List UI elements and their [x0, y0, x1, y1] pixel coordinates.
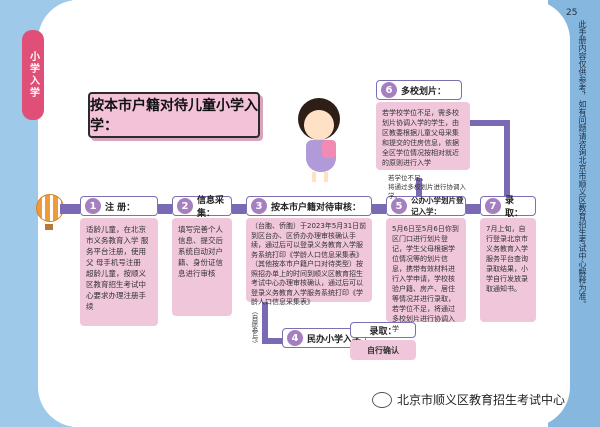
- step2-number: 2: [177, 198, 193, 214]
- step4-admission-header: 录取：: [350, 322, 416, 338]
- girl-illustration-bag: [322, 140, 336, 158]
- step2-header: 2 信息采集：: [172, 196, 232, 219]
- footer-source: 北京市顺义区教育招生考试中心: [372, 391, 565, 408]
- arrow-step6-right: [470, 120, 510, 126]
- step4-number: 4: [287, 330, 303, 346]
- arrow-step3-to-step5: [372, 204, 386, 214]
- step4-header: 4 民办小学入学: [282, 328, 366, 348]
- arrow-into-step1: [60, 204, 80, 214]
- arrow-step2-to-step3: [232, 204, 246, 214]
- step3-description: （台胞、侨胞）于2023年5月31日前到区台办、区侨办办理审核确认手续，通过后可…: [246, 218, 372, 306]
- step7-header: 7 录 取：: [480, 196, 536, 219]
- footer-text: 北京市顺义区教育招生考试中心: [397, 393, 566, 407]
- step1-label: 注 册：: [105, 202, 136, 213]
- step1-number: 1: [85, 198, 101, 214]
- balloon-basket-icon: [45, 224, 53, 230]
- step4-label: 民办小学入学: [307, 334, 362, 345]
- page-number: 25: [566, 8, 578, 18]
- arrow-step6-to-step7: [504, 120, 510, 196]
- step7-description: 7月上旬，自行登录北京市义务教育入学服务平台查询录取结果，小学自行发放录取通知书…: [480, 218, 536, 322]
- page-title: 按本市户籍对待儿童小学入学：: [88, 92, 260, 138]
- step1-header: 1 注 册：: [80, 196, 158, 216]
- arrow-step5-to-step6: [416, 178, 422, 196]
- step5-number: 5: [391, 198, 407, 214]
- step7-label: 录 取：: [505, 196, 524, 219]
- step5-header: 5 公办小学划片登记入学：: [386, 196, 466, 216]
- hot-air-balloon-icon: [36, 194, 64, 222]
- arrow-step1-to-step2: [158, 204, 172, 214]
- arrow-step3-down: [262, 300, 268, 344]
- step5-label: 公办小学划片登记入学：: [411, 196, 464, 216]
- arrow-to-step4: [262, 338, 282, 344]
- step1-description: 适龄儿童，在北京市义务教育入学 服务平台注册，使用父 母手机号注册 超龄儿童，按…: [80, 218, 158, 326]
- step6-label: 多校划片：: [401, 86, 447, 97]
- step2-description: 填写完善个人信息、提交后系统自动对户籍、身份证信息进行审核: [172, 218, 232, 316]
- section-tab: 小学入学: [22, 30, 44, 120]
- girl-illustration-leg: [312, 172, 316, 182]
- step6-description: 若学校学位不足，需多校划片协调入学的学生，由区教委根据儿童父母采集和提交的住房信…: [376, 102, 470, 170]
- school-full-note: 若学位不足， 将通过多校划片进行协调入学。: [388, 174, 466, 200]
- step4-admission-value: 自行确认: [350, 340, 416, 360]
- step2-label: 信息采集：: [197, 196, 225, 219]
- step3-label: 按本市户籍对待审核：: [271, 202, 362, 213]
- step6-number: 6: [381, 82, 397, 98]
- girl-illustration-face: [304, 110, 334, 140]
- step6-header: 6 多校划片：: [376, 80, 462, 100]
- step3-number: 3: [251, 198, 267, 214]
- step7-number: 7: [485, 198, 501, 214]
- arrow-step5-to-step7: [466, 204, 480, 214]
- step5-description: 5月6日至5月6日你到区门口进行划片登记，学生父母根据学位情况等的划片信息，携带…: [386, 218, 466, 333]
- side-note: 此手册内容仅供参考，如有问题请咨询北京市顺义区教育招生考试中心解释为准。: [578, 20, 587, 308]
- private-school-note: （自愿参与）: [250, 308, 258, 347]
- girl-illustration-leg: [324, 172, 328, 182]
- wechat-icon: [372, 391, 392, 408]
- step3-header: 3 按本市户籍对待审核：: [246, 196, 372, 216]
